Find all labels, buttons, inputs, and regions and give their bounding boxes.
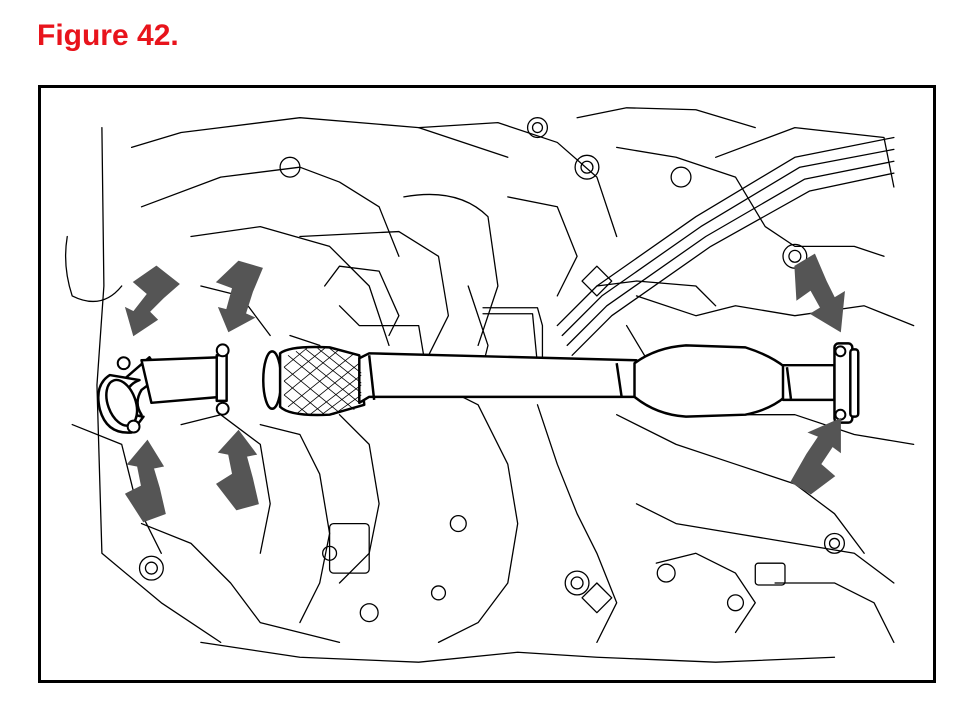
front-flange-upper-bolt-left [116, 356, 131, 371]
callout-arrow-front-upper-left [124, 265, 180, 337]
flex-braid-texture [283, 347, 362, 416]
callout-arrow-front-lower-right [216, 429, 259, 511]
callout-arrow-rear-lower [790, 417, 841, 495]
exhaust-pipe [97, 342, 860, 434]
front-flange-lower-bolt-right [215, 401, 230, 416]
rear-flange-upper-nut [834, 345, 847, 358]
figure-title: Figure 42. [37, 19, 179, 52]
front-flange-upper-bolt-right [215, 343, 230, 358]
callout-arrows [124, 253, 845, 523]
callout-arrow-front-upper-right [215, 260, 263, 333]
diagram-frame [38, 85, 936, 683]
front-flange-lower-bolt-left [126, 419, 141, 434]
flange-bolts [116, 343, 847, 434]
chassis-line-art [64, 107, 915, 663]
callout-arrow-front-lower-left [124, 439, 166, 523]
callout-arrow-rear-upper [794, 253, 845, 333]
exhaust-pipe-diagram [64, 107, 915, 663]
